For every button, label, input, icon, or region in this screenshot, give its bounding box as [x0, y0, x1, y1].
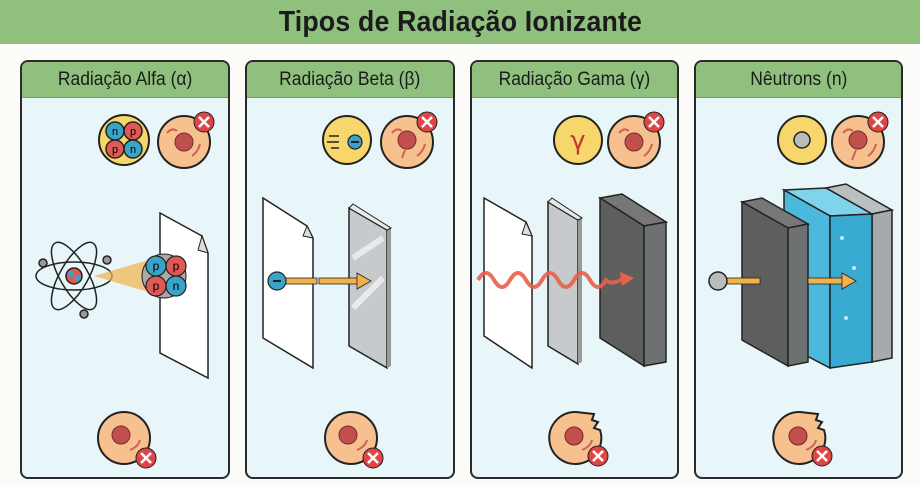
cross-icon [867, 111, 889, 133]
cross-icon [135, 447, 157, 469]
svg-text:n: n [112, 126, 118, 138]
cross-icon [416, 111, 438, 133]
svg-text:n: n [173, 279, 180, 293]
panel-title: Radiação Alfa (α) [57, 68, 193, 90]
panel-alpha: Radiação Alfa (α) n p p n [20, 60, 230, 479]
svg-text:n: n [130, 144, 136, 156]
svg-text:p: p [153, 259, 160, 273]
gamma-icon: γ [553, 115, 603, 165]
panel-gamma: Radiação Gama (γ) γ [470, 60, 679, 479]
damaged-cell-icon [380, 111, 438, 169]
svg-text:p: p [130, 126, 136, 138]
panel-header: Nêutrons (n) [696, 62, 901, 98]
lead-barrier [597, 193, 669, 368]
damaged-cell-icon [607, 111, 665, 169]
svg-text:p: p [112, 144, 118, 156]
panel-header: Radiação Alfa (α) [22, 62, 228, 98]
damaged-cell-icon [157, 111, 215, 169]
page-title: Tipos de Radiação Ionizante [278, 5, 642, 38]
svg-text:γ: γ [570, 126, 585, 156]
title-band: Tipos de Radiação Ionizante [0, 0, 920, 44]
neutron-arrow [708, 271, 857, 291]
cross-icon [587, 445, 609, 467]
svg-text:p: p [153, 279, 160, 293]
paper-barrier [159, 211, 209, 380]
broken-cell-icon [772, 410, 833, 467]
atom-icon [35, 241, 113, 319]
panel-title: Radiação Gama (γ) [498, 68, 651, 90]
panel-header: Radiação Beta (β) [247, 62, 453, 98]
beta-arrow [267, 271, 372, 291]
electron-icon [322, 115, 372, 165]
panel-title: Nêutrons (n) [749, 68, 848, 90]
panel-beta: Radiação Beta (β) [245, 60, 455, 479]
glass-barrier [547, 197, 583, 366]
cross-icon [362, 447, 384, 469]
broken-cell-icon [548, 410, 609, 467]
panel-neutrons: Nêutrons (n) [694, 60, 903, 479]
cross-icon [193, 111, 215, 133]
panel-header: Radiação Gama (γ) [472, 62, 677, 98]
cross-icon [811, 445, 833, 467]
alpha-particle-icon: n p p n [98, 114, 150, 166]
gamma-wave [476, 271, 634, 289]
intact-cell-icon [324, 411, 384, 469]
cross-icon [643, 111, 665, 133]
damaged-cell-icon [831, 111, 889, 169]
lead-barrier [739, 197, 811, 368]
glass-barrier [348, 203, 393, 370]
panel-title: Radiação Beta (β) [279, 68, 421, 90]
intact-cell-icon [97, 411, 157, 469]
alpha-cluster-icon: p p p n [141, 253, 187, 299]
svg-text:p: p [173, 259, 180, 273]
neutron-icon [777, 115, 827, 165]
